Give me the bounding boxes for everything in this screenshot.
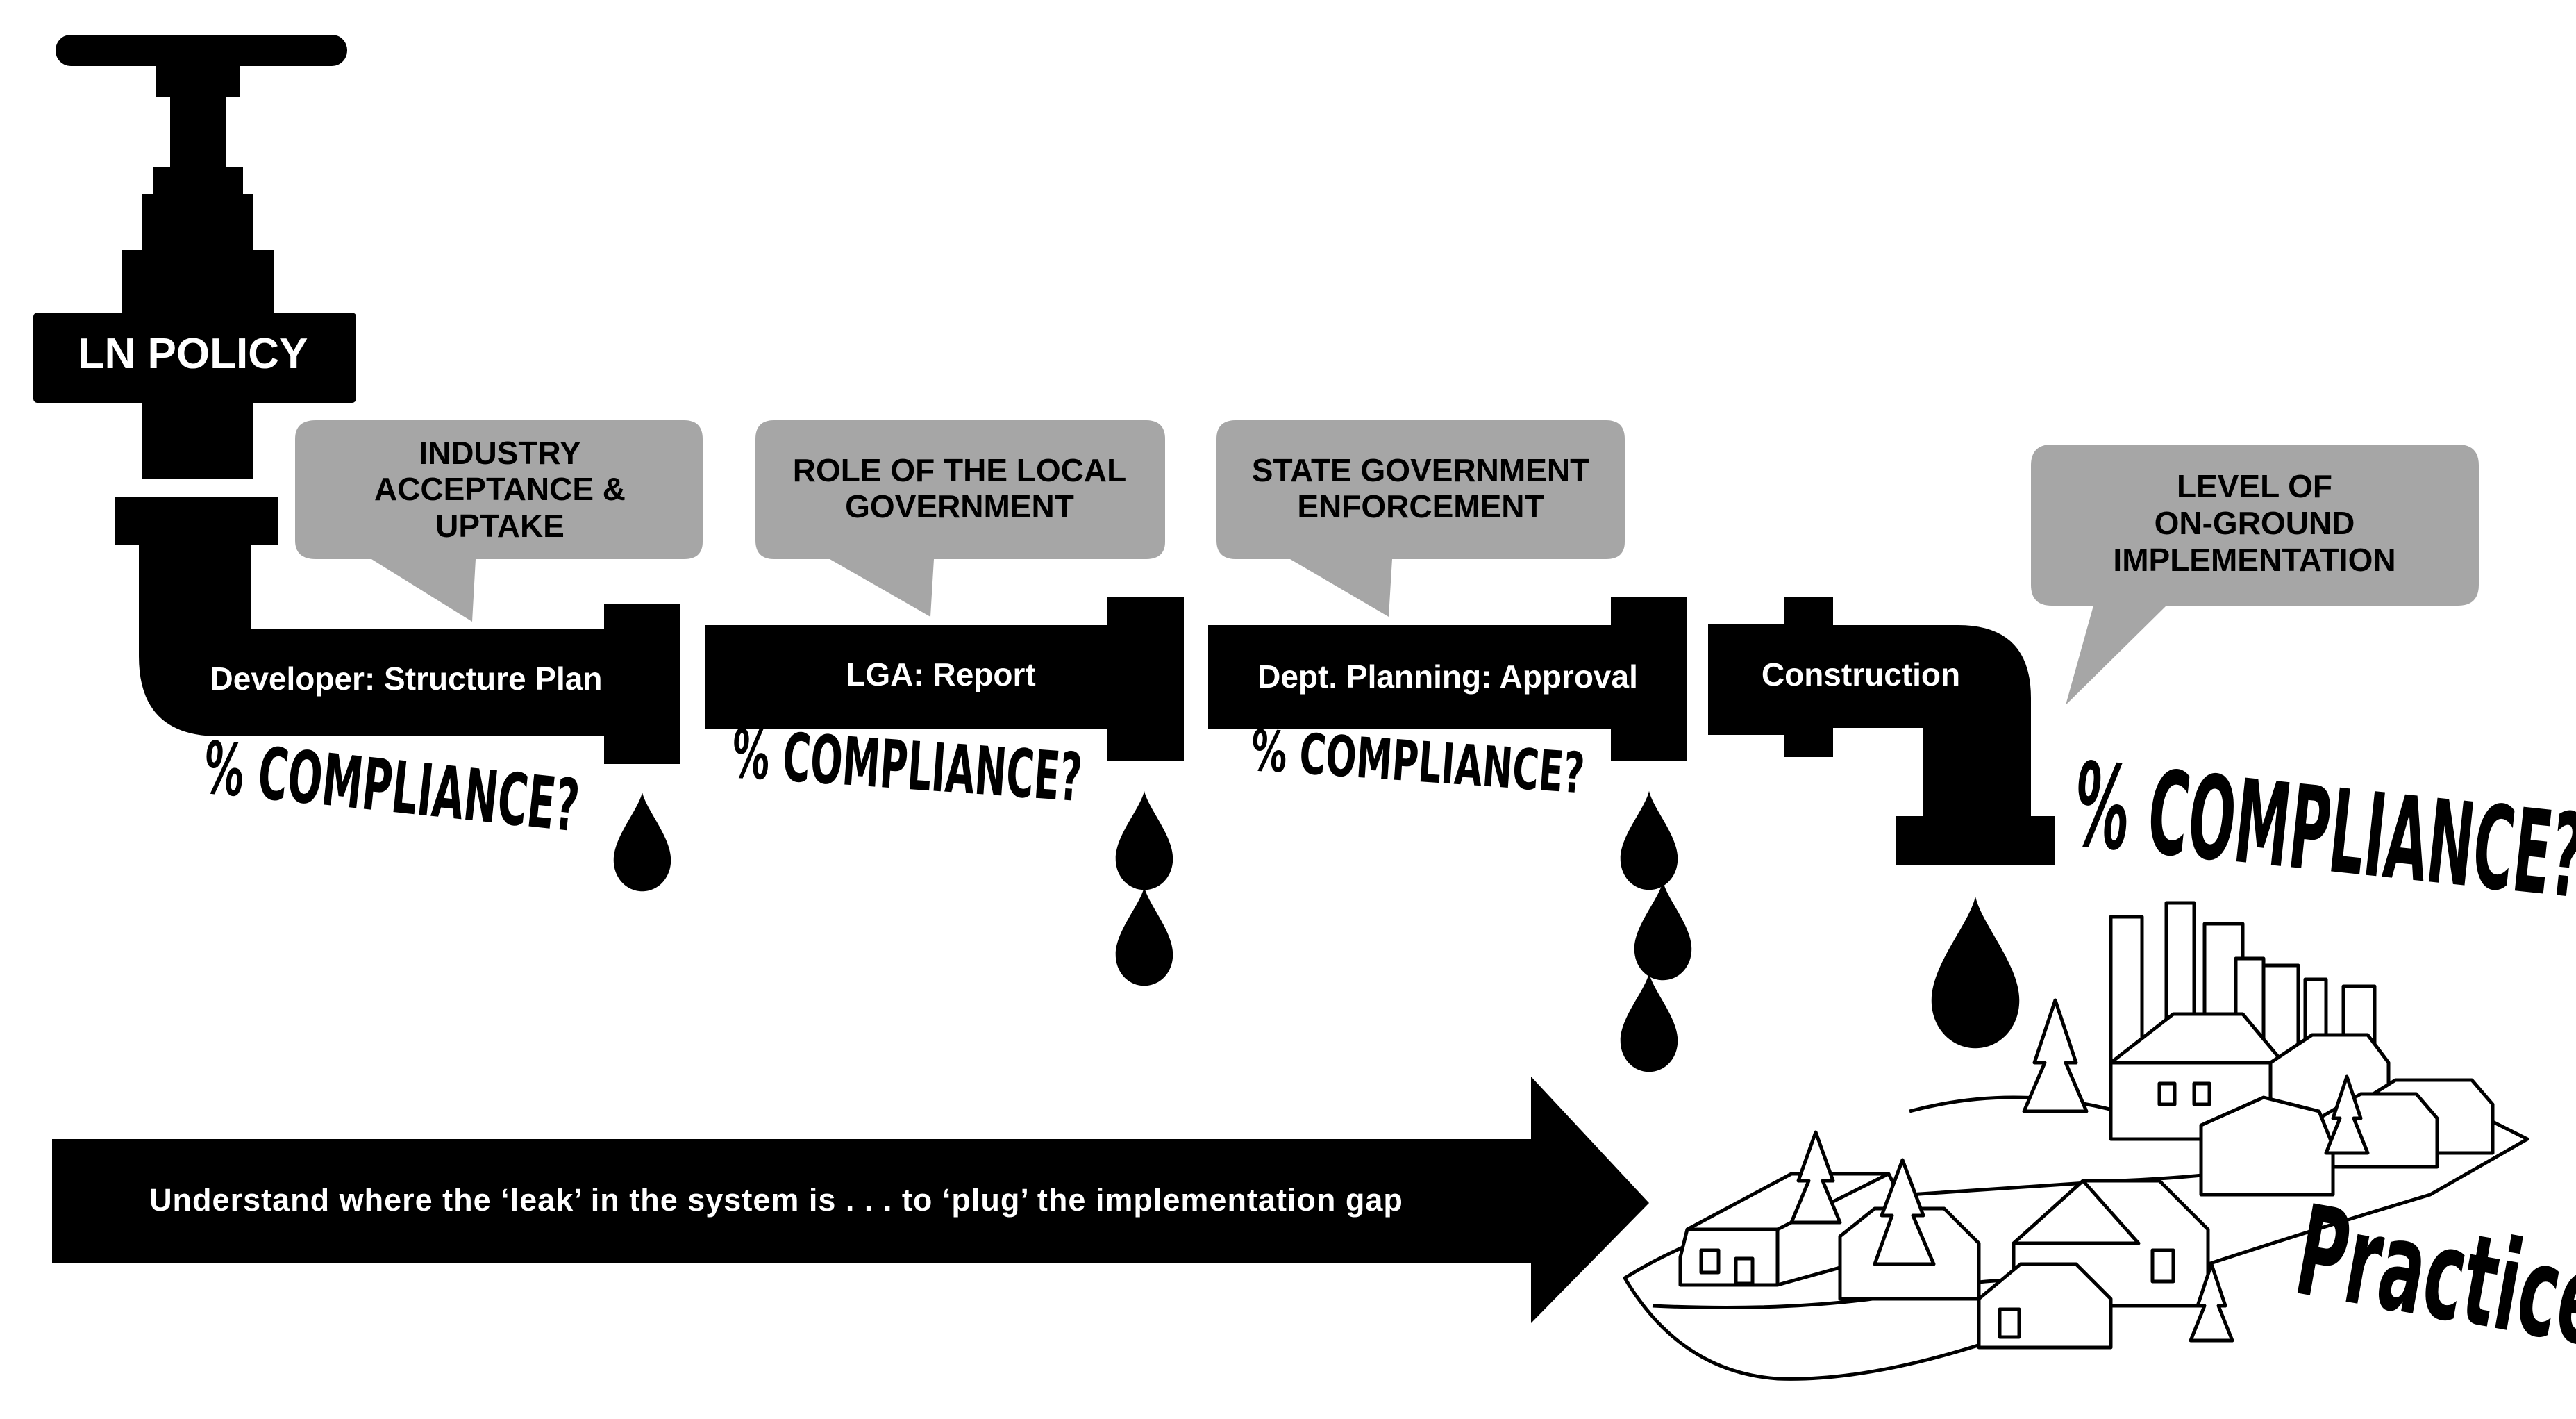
policy-valve [33, 35, 356, 479]
valve-lower [142, 403, 253, 479]
valve-body [33, 313, 356, 403]
callout-local-gov-line1: ROLE OF THE LOCAL [793, 452, 1126, 488]
valve-stem [122, 250, 274, 313]
compliance-label-2: % COMPLIANCE? [729, 716, 1084, 818]
pipe-planning [1208, 597, 1687, 761]
water-drop-icon [613, 792, 671, 892]
pipe-lga [705, 597, 1184, 761]
pipe-label-construction: Construction [1762, 656, 1960, 692]
callout-impl-line3: IMPLEMENTATION [2113, 542, 2395, 578]
compliance-label-4: % COMPLIANCE? [2068, 737, 2576, 924]
practice-label: Practice [2286, 1179, 2576, 1375]
callout-local-gov-line2: GOVERNMENT [845, 488, 1074, 524]
water-drop-icon [1620, 790, 1678, 890]
callout-industry-line2: ACCEPTANCE & [374, 471, 626, 507]
pipe-construction [1708, 597, 2055, 865]
water-drop-icon [1115, 886, 1173, 986]
water-drop-icon [1620, 972, 1678, 1072]
callout-industry: INDUSTRY ACCEPTANCE & UPTAKE [295, 420, 703, 622]
callout-industry-line1: INDUSTRY [419, 435, 580, 471]
callout-state-gov-line2: ENFORCEMENT [1297, 488, 1544, 524]
compliance-label-3: % COMPLIANCE? [1249, 717, 1587, 806]
callout-state-government: STATE GOVERNMENT ENFORCEMENT [1216, 420, 1625, 617]
callout-implementation: LEVEL OF ON-GROUND IMPLEMENTATION [2031, 445, 2479, 705]
water-drop-icon [1931, 896, 2020, 1049]
leak-arrow [52, 1077, 1649, 1323]
pipe-label-developer: Developer: Structure Plan [210, 661, 603, 697]
pipe-label-planning: Dept. Planning: Approval [1257, 658, 1638, 695]
callout-impl-line2: ON-GROUND [2155, 505, 2355, 541]
water-drop-icon [1634, 881, 1692, 981]
leak-arrow-text: Understand where the ‘leak’ in the syste… [149, 1182, 1403, 1218]
town-illustration-icon [1623, 901, 2529, 1381]
valve-handle-icon [56, 35, 347, 194]
valve-neck [142, 194, 253, 250]
water-drop-icon [1115, 790, 1173, 890]
callout-impl-line1: LEVEL OF [2177, 468, 2332, 504]
callout-industry-line3: UPTAKE [435, 508, 564, 544]
pipe-developer [115, 497, 680, 764]
compliance-label-1: % COMPLIANCE? [199, 726, 583, 849]
callout-local-government: ROLE OF THE LOCAL GOVERNMENT [755, 420, 1165, 617]
callout-state-gov-line1: STATE GOVERNMENT [1252, 452, 1589, 488]
valve-label: LN POLICY [78, 330, 308, 378]
pipe-label-lga: LGA: Report [846, 656, 1035, 692]
